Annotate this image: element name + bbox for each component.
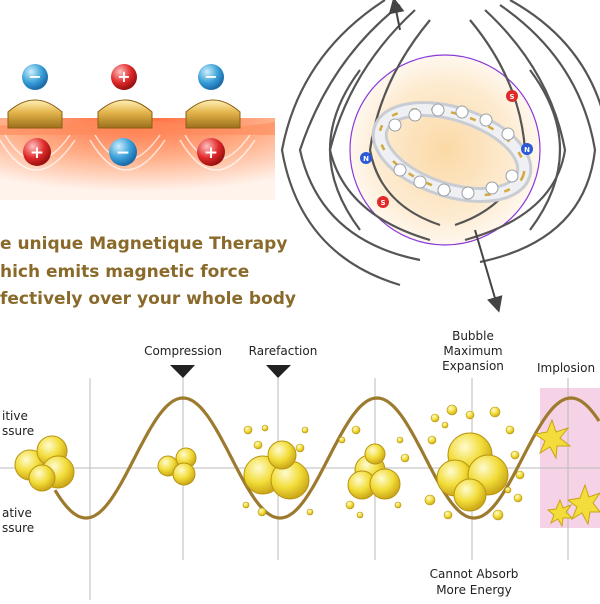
tagline-line-3: fectively over your whole body bbox=[0, 289, 297, 309]
bubble bbox=[430, 413, 440, 423]
bubble bbox=[465, 410, 475, 420]
implosion-label: Implosion bbox=[537, 361, 595, 375]
implosion-stars bbox=[533, 418, 600, 528]
cannot-absorb-label-1: Cannot Absorb bbox=[430, 567, 519, 581]
positive-charge-icon bbox=[23, 138, 51, 166]
compression-label: Compression bbox=[144, 344, 222, 358]
bubble bbox=[504, 486, 512, 494]
cannot-absorb-label-2: More Energy bbox=[436, 583, 512, 597]
bubble-label-line3: Expansion bbox=[442, 359, 504, 373]
positive-charge-icon bbox=[197, 138, 225, 166]
star-burst-icon bbox=[566, 483, 600, 526]
charge-label: − bbox=[116, 143, 130, 163]
field-arrow bbox=[388, 0, 405, 31]
bubble bbox=[513, 493, 523, 503]
bubble-label-line2: Maximum bbox=[443, 344, 502, 358]
bubble bbox=[28, 464, 56, 492]
electrode-cap-3 bbox=[185, 99, 241, 129]
bubble bbox=[242, 501, 250, 509]
negative-charge-icon bbox=[22, 64, 48, 90]
negative-pressure-label-2: ssure bbox=[2, 521, 34, 535]
bubble bbox=[172, 462, 196, 486]
rarefaction-marker-icon bbox=[266, 365, 291, 378]
star-burst-icon bbox=[533, 418, 572, 460]
south-pole-icon bbox=[506, 90, 518, 102]
charge-label: + bbox=[204, 143, 218, 163]
electrode-cap-2 bbox=[97, 99, 153, 129]
charge-label: − bbox=[28, 67, 41, 86]
south-pole-icon bbox=[377, 196, 389, 208]
pressure-wave bbox=[53, 396, 600, 520]
bubble bbox=[356, 511, 364, 519]
pole-label: S bbox=[380, 199, 385, 207]
positive-pressure-label-1: itive bbox=[2, 409, 28, 423]
bubble bbox=[427, 435, 437, 445]
cavitation-wave-diagram: Compression Rarefaction Bubble Maximum E… bbox=[0, 329, 600, 600]
bubble bbox=[351, 425, 361, 435]
charge-label: − bbox=[204, 67, 217, 86]
bubble bbox=[301, 426, 309, 434]
bubble bbox=[441, 421, 449, 429]
bubble bbox=[394, 501, 402, 509]
bubble bbox=[515, 470, 525, 480]
bubble bbox=[345, 500, 355, 510]
bubble bbox=[446, 404, 458, 416]
bubble bbox=[453, 478, 487, 512]
bubble-group bbox=[14, 404, 525, 521]
bubble bbox=[257, 507, 267, 517]
negative-pressure-label-1: ative bbox=[2, 506, 32, 520]
bubble bbox=[400, 453, 410, 463]
magnetic-field-illustration: S S N N bbox=[280, 0, 600, 313]
star-burst-icon bbox=[546, 498, 574, 528]
pole-label: S bbox=[509, 93, 514, 101]
bubble bbox=[443, 510, 453, 520]
bubble-label-line1: Bubble bbox=[452, 329, 494, 343]
bubble bbox=[338, 436, 346, 444]
bubble bbox=[295, 443, 305, 453]
tagline-line-2: hich emits magnetic force bbox=[0, 262, 250, 282]
ring-icon bbox=[371, 101, 533, 203]
pole-circle bbox=[349, 54, 541, 246]
bubble bbox=[364, 443, 386, 465]
bubble bbox=[261, 424, 269, 432]
positive-charge-icon bbox=[111, 64, 137, 90]
bubble bbox=[396, 436, 404, 444]
bubble bbox=[424, 494, 436, 506]
electrode-illustration: − + − + − + bbox=[0, 64, 275, 200]
electrode-cap-1 bbox=[7, 99, 63, 129]
compression-marker-icon bbox=[170, 365, 195, 378]
north-pole-icon bbox=[360, 152, 372, 164]
pole-label: N bbox=[363, 155, 369, 163]
bubble bbox=[306, 508, 314, 516]
bubble bbox=[492, 509, 504, 521]
negative-charge-icon bbox=[198, 64, 224, 90]
charge-label: + bbox=[30, 143, 44, 163]
negative-charge-icon bbox=[109, 138, 137, 166]
field-lines bbox=[280, 0, 600, 287]
bubble bbox=[489, 406, 501, 418]
tagline-line-1: e unique Magnetique Therapy bbox=[0, 234, 288, 254]
north-pole-icon bbox=[521, 143, 533, 155]
bubble bbox=[267, 440, 297, 470]
bubble bbox=[243, 425, 253, 435]
positive-pressure-label-2: ssure bbox=[2, 424, 34, 438]
bubble bbox=[510, 450, 520, 460]
rarefaction-label: Rarefaction bbox=[249, 344, 318, 358]
field-arrow bbox=[474, 229, 503, 313]
bubble bbox=[505, 425, 515, 435]
bubble bbox=[253, 440, 263, 450]
pole-label: N bbox=[524, 146, 530, 154]
charge-label: + bbox=[117, 67, 130, 86]
bubble bbox=[369, 468, 401, 500]
